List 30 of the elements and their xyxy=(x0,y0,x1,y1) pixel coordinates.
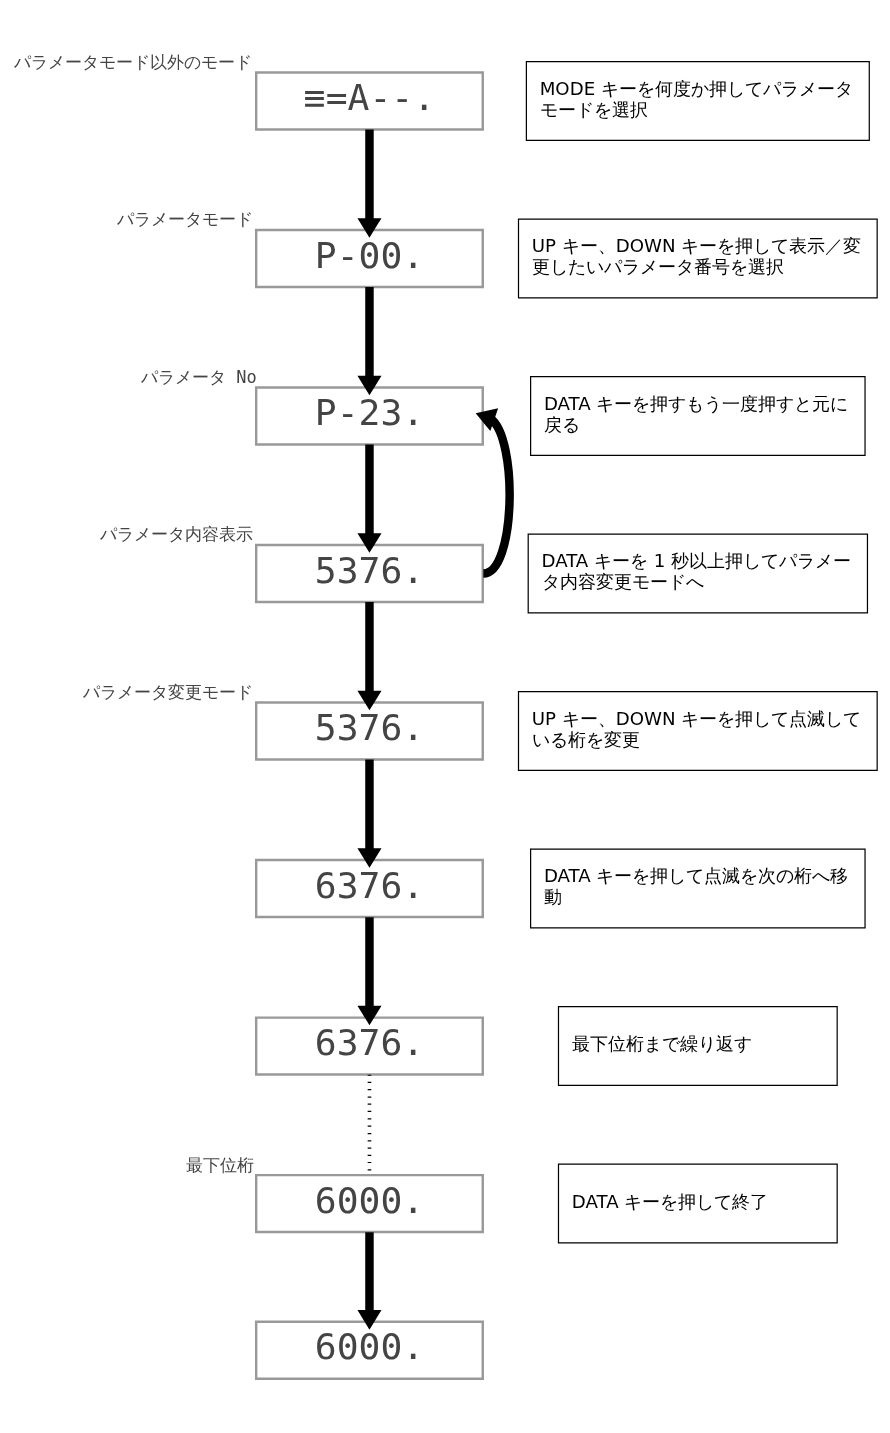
node-box: P-23. xyxy=(254,386,484,446)
node-label: パラメータモード以外のモード xyxy=(13,51,252,72)
node-box: DATA キーを押して終了 xyxy=(557,1163,838,1244)
arrow xyxy=(356,759,381,868)
node-label: パラメータモード xyxy=(116,209,253,230)
node-box: 5376. xyxy=(254,543,484,604)
arrow xyxy=(356,287,381,396)
node-box: ≡=A--. xyxy=(254,71,484,131)
arrow xyxy=(356,602,381,711)
node-box: P-00. xyxy=(254,228,484,289)
node-box: UP キー、DOWN キーを押して表示／変更したいパラメータ番号を選択 xyxy=(517,218,878,299)
node-box: 5376. xyxy=(254,701,484,761)
node-label: 最下位桁 xyxy=(185,1154,254,1175)
node-box: DATA キーを押すもう一度押すと元に戻る xyxy=(529,376,866,456)
node-box: DATA キーを 1 秒以上押してパラメータ内容変更モードへ xyxy=(527,533,868,614)
node-box: 6376. xyxy=(254,1016,484,1076)
arrow xyxy=(356,444,381,553)
node-box: MODE キーを何度か押してパラメータモードを選択 xyxy=(525,61,870,141)
node-box: 6000. xyxy=(254,1320,484,1380)
node-box: DATA キーを押して点滅を次の桁へ移動 xyxy=(529,848,866,929)
node-box: 6000. xyxy=(254,1173,484,1234)
node-box: 6376. xyxy=(254,858,484,919)
node-label: パラメータ変更モード xyxy=(82,681,253,702)
node-label: パラメータ No xyxy=(140,366,257,387)
node-label: パラメータ内容表示 xyxy=(99,524,253,545)
arrow xyxy=(356,1232,381,1330)
node-box: UP キー、DOWN キーを押して点滅している桁を変更 xyxy=(517,691,878,772)
arrow xyxy=(356,129,381,238)
arrow xyxy=(356,917,381,1026)
node-box: 最下位桁まで繰り返す xyxy=(557,1006,838,1087)
